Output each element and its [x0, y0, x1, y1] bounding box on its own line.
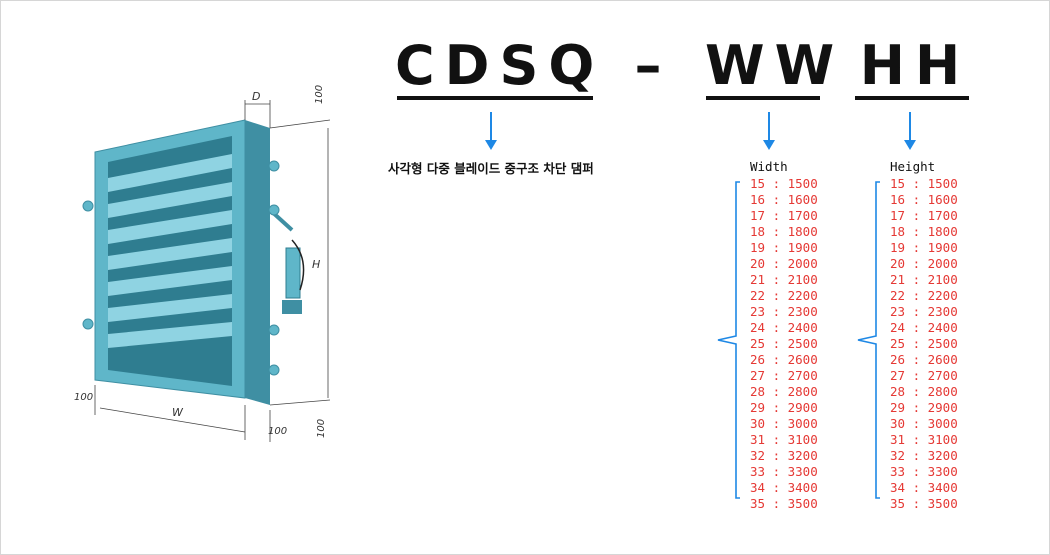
list-item: 16 : 1600: [750, 192, 818, 207]
list-item: 28 : 2800: [890, 384, 958, 399]
list-item: 18 : 1800: [890, 224, 958, 239]
code-segment-height: HH: [859, 34, 971, 97]
list-item: 24 : 2400: [890, 320, 958, 335]
dim-h-label: H: [312, 258, 320, 271]
dimension-lines: [94, 100, 331, 442]
list-item: 29 : 2900: [890, 400, 958, 415]
list-item: 32 : 3200: [750, 448, 818, 463]
list-item: 35 : 3500: [750, 496, 818, 511]
list-item: 21 : 2100: [750, 272, 818, 287]
list-item: 23 : 2300: [750, 304, 818, 319]
list-item: 30 : 3000: [890, 416, 958, 431]
height-header: Height: [890, 159, 936, 174]
dim-100-left: 100: [74, 392, 93, 403]
damper-drawing: D H W 100 100 100 100: [74, 85, 331, 442]
code-underline-height: [855, 96, 969, 100]
list-item: 19 : 1900: [750, 240, 818, 255]
dim-d-label: D: [252, 90, 260, 103]
list-item: 27 : 2700: [750, 368, 818, 383]
damper-side-face: [245, 120, 270, 405]
list-item: 34 : 3400: [750, 480, 818, 495]
list-item: 29 : 2900: [750, 400, 818, 415]
width-header: Width: [750, 159, 788, 174]
list-item: 20 : 2000: [890, 256, 958, 271]
list-item: 22 : 2200: [890, 288, 958, 303]
dim-w-label: W: [172, 406, 184, 419]
list-item: 28 : 2800: [750, 384, 818, 399]
width-brace: [717, 181, 740, 499]
code-segment-width: WW: [705, 34, 845, 97]
dim-100-top: 100: [314, 85, 325, 104]
list-item: 16 : 1600: [890, 192, 958, 207]
list-item: 31 : 3100: [890, 432, 958, 447]
list-item: 26 : 2600: [750, 352, 818, 367]
dim-100-bottom: 100: [268, 426, 287, 437]
list-item: 18 : 1800: [750, 224, 818, 239]
dim-100-right: 100: [316, 419, 327, 438]
arrow-down-icon: [904, 112, 916, 150]
list-item: 17 : 1700: [890, 208, 958, 223]
list-item: 17 : 1700: [750, 208, 818, 223]
list-item: 35 : 3500: [890, 496, 958, 511]
list-item: 23 : 2300: [890, 304, 958, 319]
list-item: 15 : 1500: [890, 176, 958, 191]
code-underline-type: [397, 96, 593, 100]
arrow-down-icon: [763, 112, 775, 150]
height-brace: [857, 181, 880, 499]
list-item: 19 : 1900: [890, 240, 958, 255]
list-item: 25 : 2500: [890, 336, 958, 351]
actuator: [268, 208, 305, 314]
list-item: 33 : 3300: [890, 464, 958, 479]
list-item: 30 : 3000: [750, 416, 818, 431]
list-item: 34 : 3400: [890, 480, 958, 495]
code-underline-width: [706, 96, 820, 100]
list-item: 25 : 2500: [750, 336, 818, 351]
list-item: 31 : 3100: [750, 432, 818, 447]
list-item: 33 : 3300: [750, 464, 818, 479]
product-name: 사각형 다중 블레이드 중구조 차단 댐퍼: [388, 161, 594, 176]
mounting-tabs: [82, 160, 280, 376]
list-item: 24 : 2400: [750, 320, 818, 335]
list-item: 26 : 2600: [890, 352, 958, 367]
code-segment-type: CDSQ: [395, 34, 605, 97]
list-item: 21 : 2100: [890, 272, 958, 287]
list-item: 15 : 1500: [750, 176, 818, 191]
arrow-down-icon: [485, 112, 497, 150]
damper-blades: [108, 154, 232, 348]
list-item: 20 : 2000: [750, 256, 818, 271]
list-item: 22 : 2200: [750, 288, 818, 303]
list-item: 27 : 2700: [890, 368, 958, 383]
list-item: 32 : 3200: [890, 448, 958, 463]
code-dash: –: [634, 34, 662, 97]
